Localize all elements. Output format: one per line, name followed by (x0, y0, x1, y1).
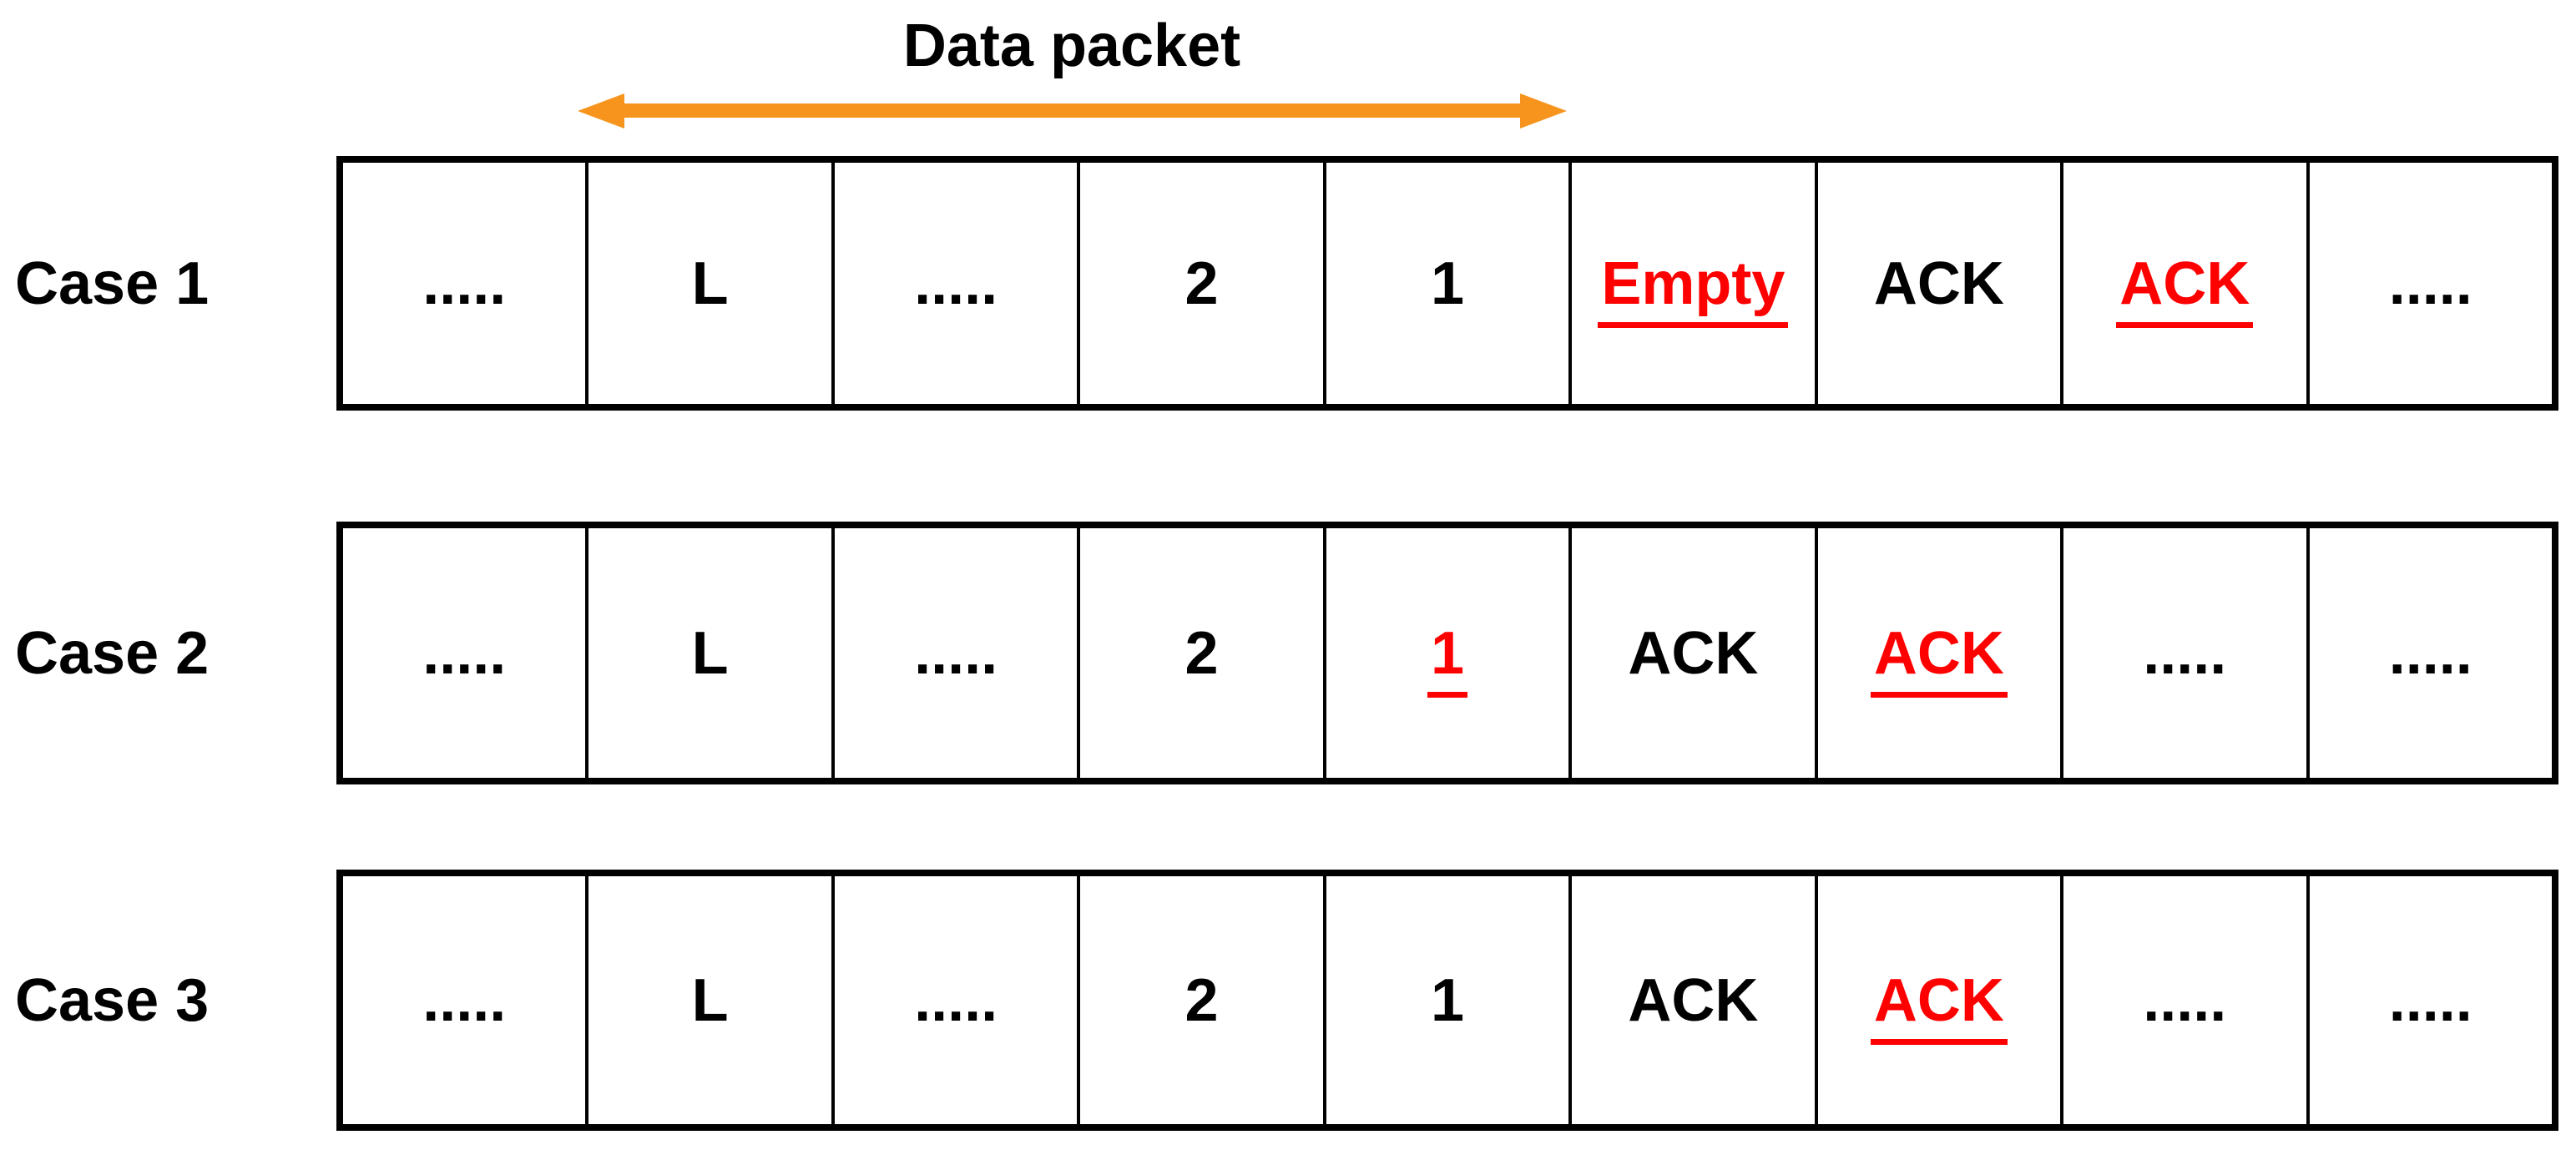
cell-text: 2 (1184, 966, 1219, 1034)
cell: L (585, 876, 831, 1124)
arrow-right-head-icon (1520, 93, 1567, 129)
cell-text: L (691, 619, 729, 687)
cell: ..... (2060, 876, 2306, 1124)
cell-text: ACK (1870, 971, 2008, 1045)
cell: ..... (2306, 163, 2552, 404)
cell-text: ..... (914, 966, 998, 1034)
cell-text: ..... (422, 966, 507, 1034)
cell: ACK (2060, 163, 2306, 404)
cell: 2 (1077, 876, 1322, 1124)
cell: L (585, 528, 831, 778)
cell-text: 1 (1430, 250, 1464, 317)
cell-text: L (691, 250, 729, 317)
cell-text: ..... (2388, 619, 2472, 687)
cell: ACK (1814, 528, 2060, 778)
cell: ACK (1814, 163, 2060, 404)
case-1-label: Case 1 (15, 250, 210, 317)
cell-text: ACK (1628, 966, 1759, 1034)
cell: 2 (1077, 163, 1322, 404)
cell-text: ACK (1873, 250, 2004, 317)
cell-text: 1 (1430, 966, 1464, 1034)
cell-text: ..... (914, 619, 998, 687)
cell-text: ..... (422, 250, 507, 317)
cell: ..... (831, 163, 1077, 404)
cell: ..... (2306, 528, 2552, 778)
cell: ..... (343, 163, 585, 404)
cell-text: ..... (422, 619, 507, 687)
cell: ..... (2306, 876, 2552, 1124)
case-3-cells: ..... L..... 2 1 ACK ACK.......... (336, 870, 2558, 1131)
case-3-row: Case 3 ..... L..... 2 1 ACK ACK.......... (0, 870, 2576, 1131)
case-3-label: Case 3 (15, 966, 210, 1034)
cell-text: ACK (1628, 619, 1759, 687)
cell-text: ..... (914, 250, 998, 317)
cell-text: L (691, 966, 729, 1034)
cell: 1 (1322, 876, 1568, 1124)
cell: ..... (343, 528, 585, 778)
cell-text: Empty (1598, 254, 1789, 328)
arrow-shaft (616, 103, 1528, 118)
case-2-cells: ..... L..... 2 1 ACK ACK.......... (336, 522, 2558, 784)
cell: ..... (831, 528, 1077, 778)
case-2-row: Case 2 ..... L..... 2 1 ACK ACK.......... (0, 522, 2576, 784)
cell-text: ..... (2143, 619, 2227, 687)
cell: 2 (1077, 528, 1322, 778)
cell: ACK (1814, 876, 2060, 1124)
cell: ..... (343, 876, 585, 1124)
cell: ACK (1568, 876, 1814, 1124)
data-packet-range-arrow (578, 93, 1567, 129)
cell-text: 2 (1184, 619, 1219, 687)
data-packet-label: Data packet (902, 13, 1241, 79)
case-1-row: Case 1 ..... L..... 2 1 Empty ACK ACK..... (0, 156, 2576, 411)
cell: 1 (1322, 528, 1568, 778)
cell: L (585, 163, 831, 404)
cell: ..... (831, 876, 1077, 1124)
cell-text: ACK (1870, 623, 2008, 698)
cell-text: 1 (1427, 623, 1467, 698)
case-2-label: Case 2 (15, 619, 210, 687)
cell: Empty (1568, 163, 1814, 404)
cell: 1 (1322, 163, 1568, 404)
case-1-cells: ..... L..... 2 1 Empty ACK ACK..... (336, 156, 2558, 411)
cell-text: ..... (2143, 966, 2227, 1034)
cell-text: ACK (2116, 254, 2254, 328)
cell-text: 2 (1184, 250, 1219, 317)
cell-text: ..... (2388, 250, 2472, 317)
cell: ..... (2060, 528, 2306, 778)
cell-text: ..... (2388, 966, 2472, 1034)
cell: ACK (1568, 528, 1814, 778)
